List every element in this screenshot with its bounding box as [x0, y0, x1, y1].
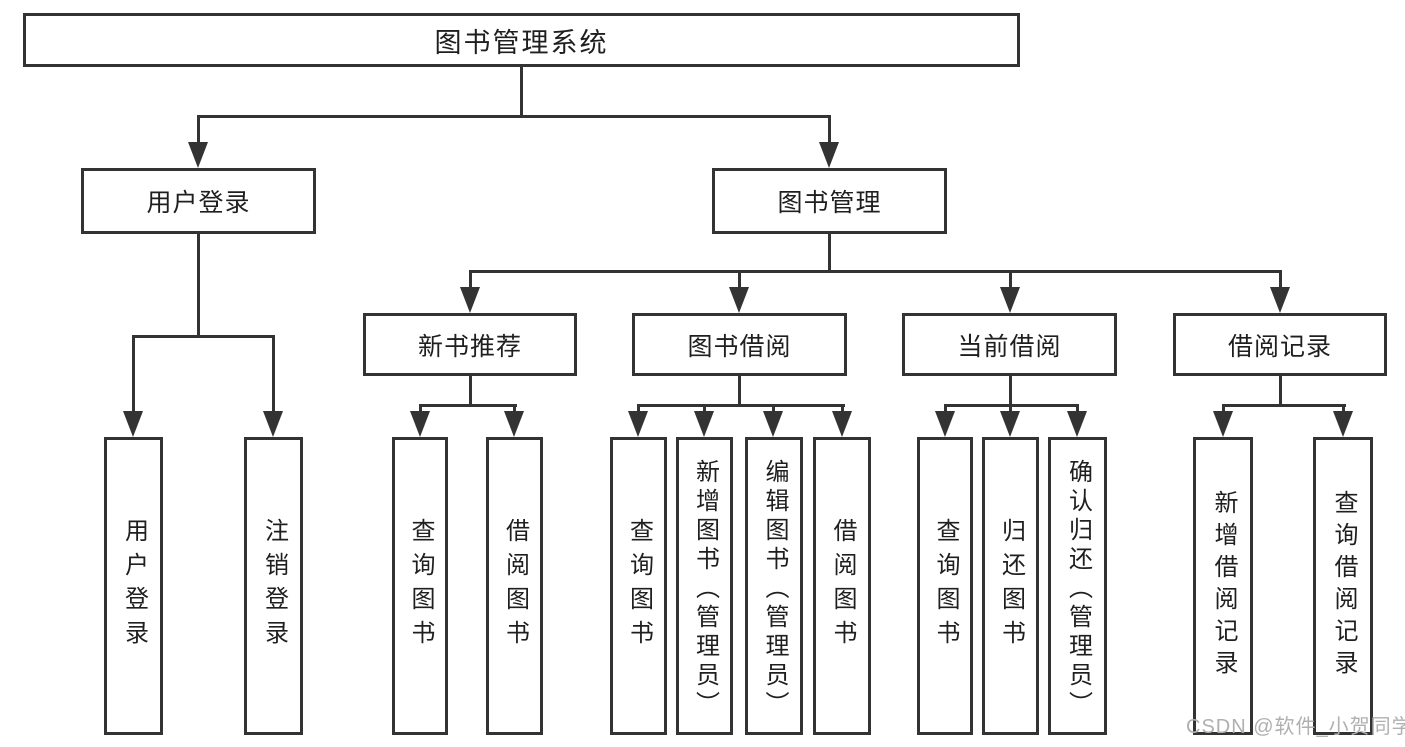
connector-borrowrecord-rail	[1222, 404, 1346, 407]
node-current-borrowing: 当前借阅	[902, 313, 1117, 376]
connector-currentborrow-stem	[1009, 376, 1012, 406]
connector-root-stem	[520, 67, 523, 117]
arrow-down-icon	[628, 411, 648, 437]
arrow-down-icon	[694, 411, 714, 437]
connector-userlogin-drop-right	[272, 335, 275, 412]
leaf-add-books-admin: 新增图书（管理员）	[676, 437, 733, 735]
arrow-down-icon	[729, 287, 749, 313]
connector-bookmgmt-stem	[828, 234, 831, 272]
leaf-logout: 注销登录	[244, 437, 303, 735]
connector-bookborrow-rail	[637, 404, 845, 407]
connector-root-rail	[197, 115, 831, 118]
arrow-down-icon	[1333, 411, 1353, 437]
arrow-down-icon	[263, 411, 283, 437]
connector-bookborrow-drop-3	[772, 404, 775, 414]
connector-newbook-stem	[469, 376, 472, 406]
connector-bookmgmt-rail	[469, 270, 1282, 273]
connector-bookmgmt-drop-3	[1009, 270, 1012, 289]
connector-borrowrecord-drop-2	[1342, 404, 1345, 414]
connector-newbook-drop-2	[513, 404, 516, 414]
leaf-borrow-books-recommend: 借阅图书	[486, 437, 543, 735]
leaf-query-books-current: 查询图书	[917, 437, 973, 735]
node-book-management: 图书管理	[712, 168, 947, 234]
leaf-add-borrow-record: 新增借阅记录	[1193, 437, 1253, 735]
connector-newbook-drop-1	[419, 404, 422, 414]
leaf-borrow-books: 借阅图书	[813, 437, 871, 735]
leaf-query-books-recommend: 查询图书	[392, 437, 448, 735]
leaf-query-borrow-record: 查询借阅记录	[1313, 437, 1373, 735]
connector-bookmgmt-drop-4	[1279, 270, 1282, 289]
leaf-user-login: 用户登录	[104, 437, 163, 735]
connector-borrowrecord-stem	[1279, 376, 1282, 406]
connector-newbook-rail	[419, 404, 517, 407]
arrow-down-icon	[1000, 287, 1020, 313]
leaf-return-books: 归还图书	[982, 437, 1039, 735]
arrow-down-icon	[832, 411, 852, 437]
connector-currentborrow-drop-2	[1009, 404, 1012, 414]
arrow-down-icon	[188, 142, 208, 168]
arrow-down-icon	[1000, 411, 1020, 437]
node-new-book-recommendation: 新书推荐	[363, 313, 577, 376]
connector-currentborrow-drop-1	[944, 404, 947, 414]
connector-userlogin-drop-left	[132, 335, 135, 412]
connector-bookborrow-drop-2	[703, 404, 706, 414]
arrow-down-icon	[819, 142, 839, 168]
leaf-query-books-borrow: 查询图书	[610, 437, 667, 735]
arrow-down-icon	[504, 411, 524, 437]
connector-bookborrow-drop-1	[637, 404, 640, 414]
node-user-login: 用户登录	[81, 168, 316, 234]
connector-bookmgmt-drop-1	[469, 270, 472, 289]
connector-bookborrow-stem	[738, 376, 741, 406]
connector-root-drop-left	[197, 115, 200, 143]
arrow-down-icon	[1270, 287, 1290, 313]
leaf-edit-books-admin: 编辑图书（管理员）	[745, 437, 803, 735]
arrow-down-icon	[935, 411, 955, 437]
connector-bookmgmt-drop-2	[738, 270, 741, 289]
connector-userlogin-stem	[197, 234, 200, 337]
connector-currentborrow-drop-3	[1076, 404, 1079, 414]
arrow-down-icon	[1213, 411, 1233, 437]
arrow-down-icon	[1067, 411, 1087, 437]
leaf-confirm-return-admin: 确认归还（管理员）	[1048, 437, 1107, 735]
connector-userlogin-rail	[132, 335, 275, 338]
connector-bookborrow-drop-4	[841, 404, 844, 414]
connector-borrowrecord-drop-1	[1222, 404, 1225, 414]
arrow-down-icon	[123, 411, 143, 437]
node-root-library-management-system: 图书管理系统	[23, 13, 1020, 67]
arrow-down-icon	[763, 411, 783, 437]
arrow-down-icon	[460, 287, 480, 313]
node-borrowing-records: 借阅记录	[1173, 313, 1387, 376]
node-book-borrowing: 图书借阅	[632, 313, 847, 376]
arrow-down-icon	[410, 411, 430, 437]
csdn-watermark: CSDN @软件_小贺同学	[1186, 716, 1405, 738]
connector-root-drop-right	[828, 115, 831, 143]
